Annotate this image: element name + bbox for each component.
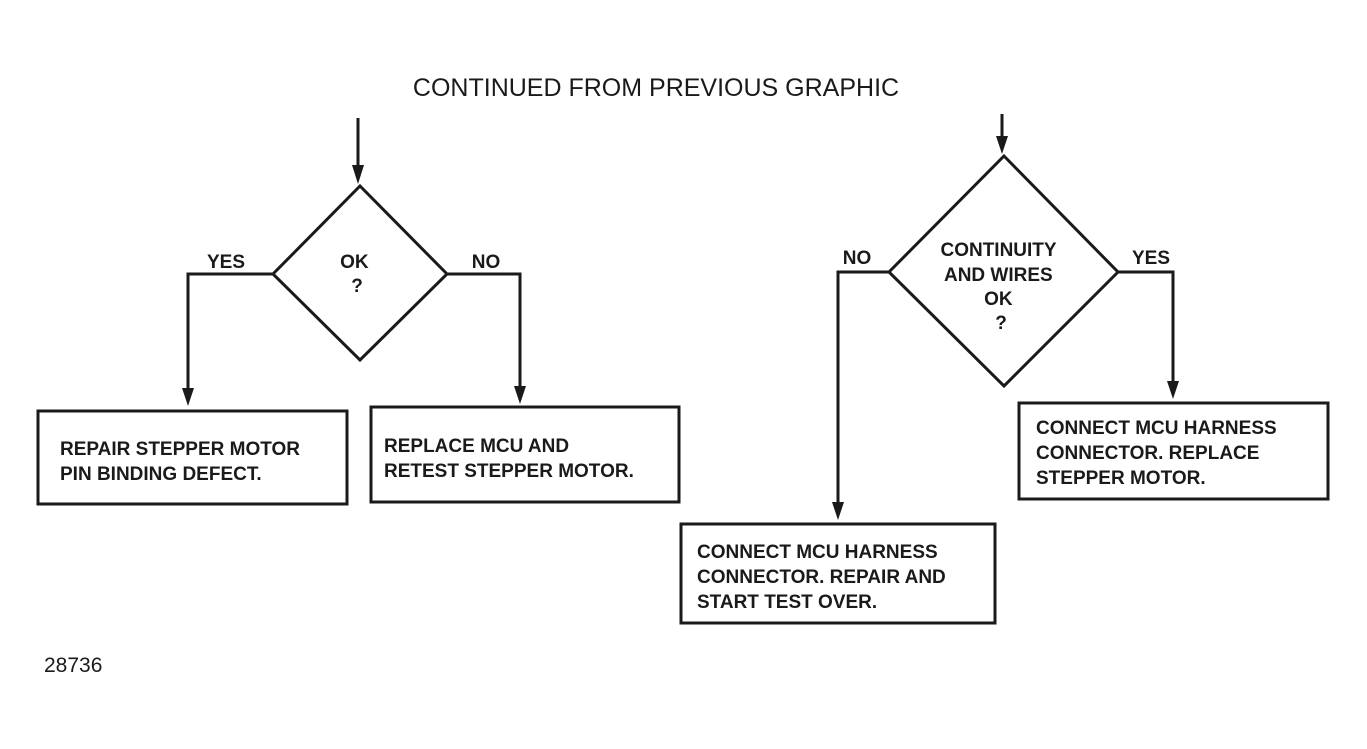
right-decision-diamond bbox=[886, 153, 1121, 389]
right-no-result-line-2: CONNECTOR. REPAIR AND bbox=[697, 567, 946, 588]
left-no-label: NO bbox=[472, 252, 501, 273]
diagram-title: CONTINUED FROM PREVIOUS GRAPHIC bbox=[413, 74, 899, 102]
right-entry-arrowhead bbox=[996, 136, 1008, 154]
right-yes-result-line-3: STEPPER MOTOR. bbox=[1036, 468, 1206, 489]
right-yes-arrowhead bbox=[1167, 381, 1179, 399]
right-decision-line-2: AND WIRES bbox=[944, 265, 1053, 286]
right-no-connector bbox=[836, 270, 889, 504]
right-yes-connector bbox=[1118, 270, 1175, 383]
right-yes-result-line-1: CONNECT MCU HARNESS bbox=[1036, 418, 1277, 439]
left-no-result-text: REPLACE MCU AND RETEST STEPPER MOTOR. bbox=[384, 436, 634, 482]
right-no-result-line-3: START TEST OVER. bbox=[697, 592, 877, 613]
right-decision-text: CONTINUITY AND WIRES OK ? bbox=[940, 240, 1061, 334]
right-decision-line-1: CONTINUITY bbox=[940, 240, 1056, 261]
right-flow: CONTINUITY AND WIRES OK ? NO YES CONNECT… bbox=[679, 114, 1330, 625]
right-decision-line-4: ? bbox=[995, 313, 1007, 334]
right-yes-result-box bbox=[1017, 401, 1330, 501]
right-yes-label: YES bbox=[1132, 248, 1170, 269]
left-yes-label: YES bbox=[207, 252, 245, 273]
right-yes-result-line-2: CONNECTOR. REPLACE bbox=[1036, 443, 1259, 464]
left-entry-arrowhead bbox=[352, 165, 364, 184]
left-no-connector bbox=[447, 272, 522, 388]
left-decision-line-2: ? bbox=[351, 276, 363, 297]
left-no-result-line-2: RETEST STEPPER MOTOR. bbox=[384, 461, 634, 482]
left-yes-connector bbox=[186, 272, 273, 390]
left-decision-diamond bbox=[270, 183, 450, 363]
figure-number: 28736 bbox=[44, 654, 102, 677]
left-decision-text: OK ? bbox=[340, 252, 374, 297]
left-decision-line-1: OK bbox=[340, 252, 369, 273]
right-no-label: NO bbox=[843, 248, 872, 269]
left-no-arrowhead bbox=[514, 386, 526, 404]
right-decision-line-3: OK bbox=[984, 289, 1013, 310]
left-no-result-line-1: REPLACE MCU AND bbox=[384, 436, 569, 457]
right-yes-result-text: CONNECT MCU HARNESS CONNECTOR. REPLACE S… bbox=[1036, 418, 1282, 489]
left-yes-result-line-2: PIN BINDING DEFECT. bbox=[60, 464, 262, 485]
left-yes-result-text: REPAIR STEPPER MOTOR PIN BINDING DEFECT. bbox=[60, 439, 305, 485]
right-no-arrowhead bbox=[832, 502, 844, 520]
left-no-result-box bbox=[369, 405, 681, 504]
right-no-result-text: CONNECT MCU HARNESS CONNECTOR. REPAIR AN… bbox=[697, 542, 951, 613]
right-no-result-box bbox=[679, 522, 997, 625]
left-flow: OK ? YES NO REPAIR STEPPER MOTOR PIN BIN… bbox=[36, 118, 681, 506]
left-yes-result-box bbox=[36, 409, 349, 506]
left-yes-result-line-1: REPAIR STEPPER MOTOR bbox=[60, 439, 300, 460]
right-no-result-line-1: CONNECT MCU HARNESS bbox=[697, 542, 938, 563]
left-yes-arrowhead bbox=[182, 388, 194, 406]
